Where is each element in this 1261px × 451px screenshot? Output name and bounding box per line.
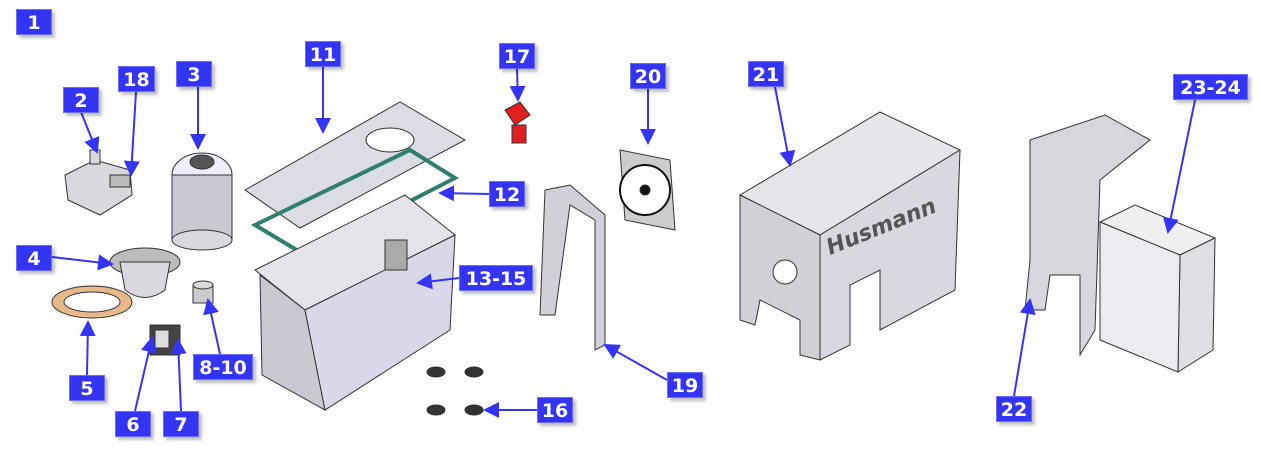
seal-part [250, 147, 460, 258]
callout-17: 17 [499, 43, 535, 69]
leader-arrows [51, 67, 1196, 418]
callout-22: 22 [996, 396, 1032, 422]
frame-part [539, 184, 606, 351]
callout-16: 16 [537, 397, 573, 423]
plug-part [504, 101, 531, 144]
tank-part [254, 194, 456, 411]
callout-12: 12 [489, 181, 525, 207]
callout-8-10: 8-10 [193, 354, 253, 380]
fittings-part [192, 280, 214, 304]
callout-6: 6 [115, 411, 151, 437]
rubber-feet-part [426, 366, 484, 416]
callout-1: 1 [16, 9, 52, 35]
callout-11: 11 [305, 41, 341, 67]
cover-part: Husmann [738, 111, 962, 361]
bell-housing-part [109, 247, 181, 298]
callout-21: 21 [748, 61, 784, 87]
callout-2: 2 [63, 87, 99, 113]
callout-18: 18 [118, 66, 155, 92]
fan-cooler-part [619, 149, 676, 231]
callout-20: 20 [630, 63, 666, 89]
callout-3: 3 [176, 61, 212, 87]
motor-part [171, 152, 233, 251]
callout-7: 7 [163, 411, 199, 437]
callout-4: 4 [16, 245, 52, 271]
callout-23-24: 23-24 [1173, 74, 1248, 100]
callout-19: 19 [667, 372, 703, 398]
valve-block-part [64, 149, 133, 216]
pump-part [149, 324, 181, 356]
callout-5: 5 [69, 375, 105, 401]
callout-13-15: 13-15 [459, 265, 533, 291]
electrical-box-part [1098, 204, 1217, 373]
